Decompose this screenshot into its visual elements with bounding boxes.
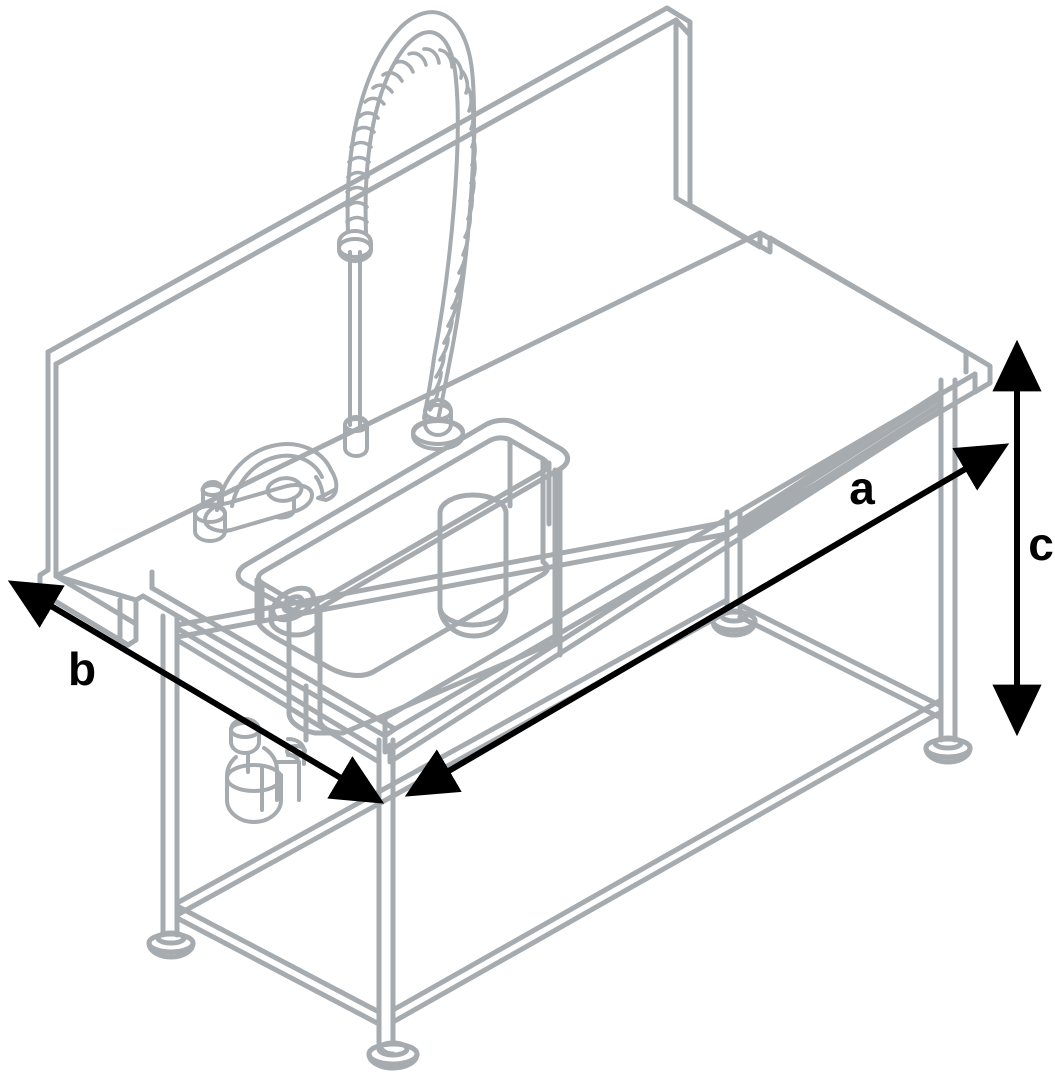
mixer-tap: [193, 442, 339, 543]
dimension-a-arrow: [404, 443, 1010, 797]
dimension-b-label: b: [68, 643, 96, 695]
dimension-a-label: a: [849, 462, 875, 514]
dimension-a: a: [404, 443, 1010, 797]
dimension-c: c: [992, 339, 1054, 737]
pre-rinse-spray-faucet: [337, 10, 477, 458]
dimension-b-arrow: [7, 580, 385, 804]
dimension-annotations: a b c: [7, 339, 1054, 804]
dimension-b: b: [7, 580, 385, 804]
dimension-c-label: c: [1028, 518, 1054, 570]
